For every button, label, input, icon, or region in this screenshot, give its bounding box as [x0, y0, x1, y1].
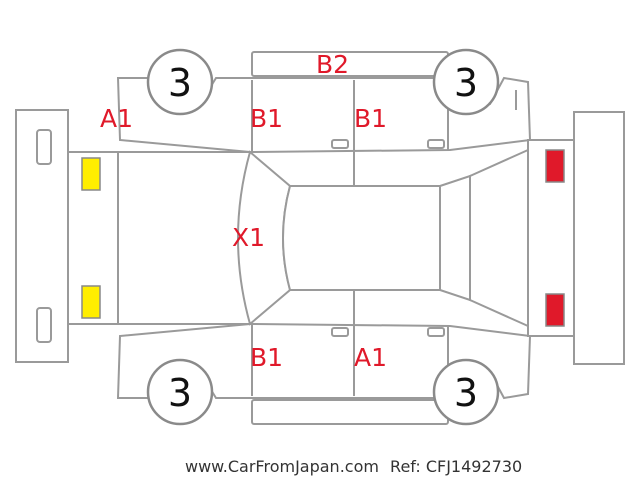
wheel-condition-label: 3: [454, 371, 478, 415]
wheel-front-left: 3: [146, 48, 214, 116]
rear-window: [439, 174, 471, 302]
footer-text: www.CarFromJapan.com Ref: CFJ1492730: [185, 457, 522, 476]
damage-code-left-side-sill: B2: [316, 50, 349, 79]
left-side-sill: [251, 51, 449, 77]
damage-code-right-rear-door: A1: [354, 343, 387, 372]
roof: [282, 152, 441, 324]
wheel-rear-left: 3: [432, 48, 500, 116]
front-left-lamp: [81, 157, 101, 191]
damage-code-left-rear-door: B1: [354, 104, 387, 133]
front-right-lamp: [81, 285, 101, 319]
wheel-condition-label: 3: [168, 61, 192, 105]
damage-code-left-front-door: B1: [250, 104, 283, 133]
rear-lamps: [545, 149, 565, 327]
wheel-rear-right: 3: [432, 358, 500, 426]
wheel-condition-label: 3: [454, 61, 478, 105]
damage-code-right-front-door: B1: [250, 343, 283, 372]
damage-code-windshield: X1: [232, 223, 265, 252]
footer-ref: Ref: CFJ1492730: [390, 457, 522, 476]
trunk: [469, 148, 529, 328]
front-bumper: [15, 109, 69, 363]
footer-site: www.CarFromJapan.com: [185, 457, 379, 476]
wheel-condition-label: 3: [168, 371, 192, 415]
front-lamps: [81, 157, 101, 319]
damage-code-front-left-fender: A1: [100, 104, 133, 133]
rear-bumper: [573, 111, 625, 365]
right-side-sill: [251, 399, 449, 425]
rear-left-lamp: [545, 149, 565, 183]
rear-right-lamp: [545, 293, 565, 327]
wheel-front-right: 3: [146, 358, 214, 426]
